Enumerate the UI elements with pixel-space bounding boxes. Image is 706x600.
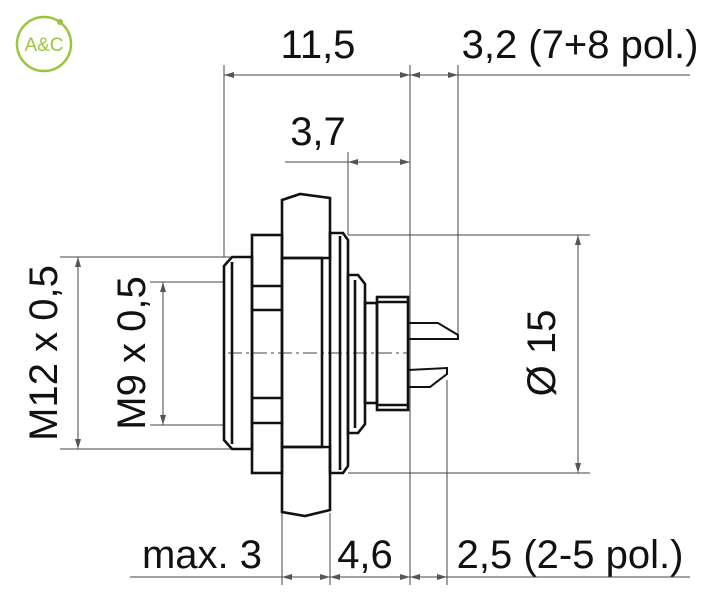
dim-diameter: Ø 15 <box>520 310 564 397</box>
dim-inner-thread: M9 x 0,5 <box>110 276 154 429</box>
dim-panel-max: max. 3 <box>142 533 262 577</box>
logo-text: A&C <box>24 35 63 56</box>
dim-pin-length-7-8: 3,2 (7+8 pol.) <box>462 23 699 67</box>
dim-outer-thread: M12 x 0,5 <box>22 265 66 441</box>
dim-rear-body: 4,6 <box>337 533 393 577</box>
dim-pin-length-2-5: 2,5 (2-5 pol.) <box>457 533 684 577</box>
dim-overall-length: 11,5 <box>281 23 356 67</box>
connector-body <box>222 231 459 475</box>
dimension-lines <box>75 72 690 580</box>
dim-rear-length: 3,7 <box>290 110 346 154</box>
logo: A&C <box>15 15 73 73</box>
